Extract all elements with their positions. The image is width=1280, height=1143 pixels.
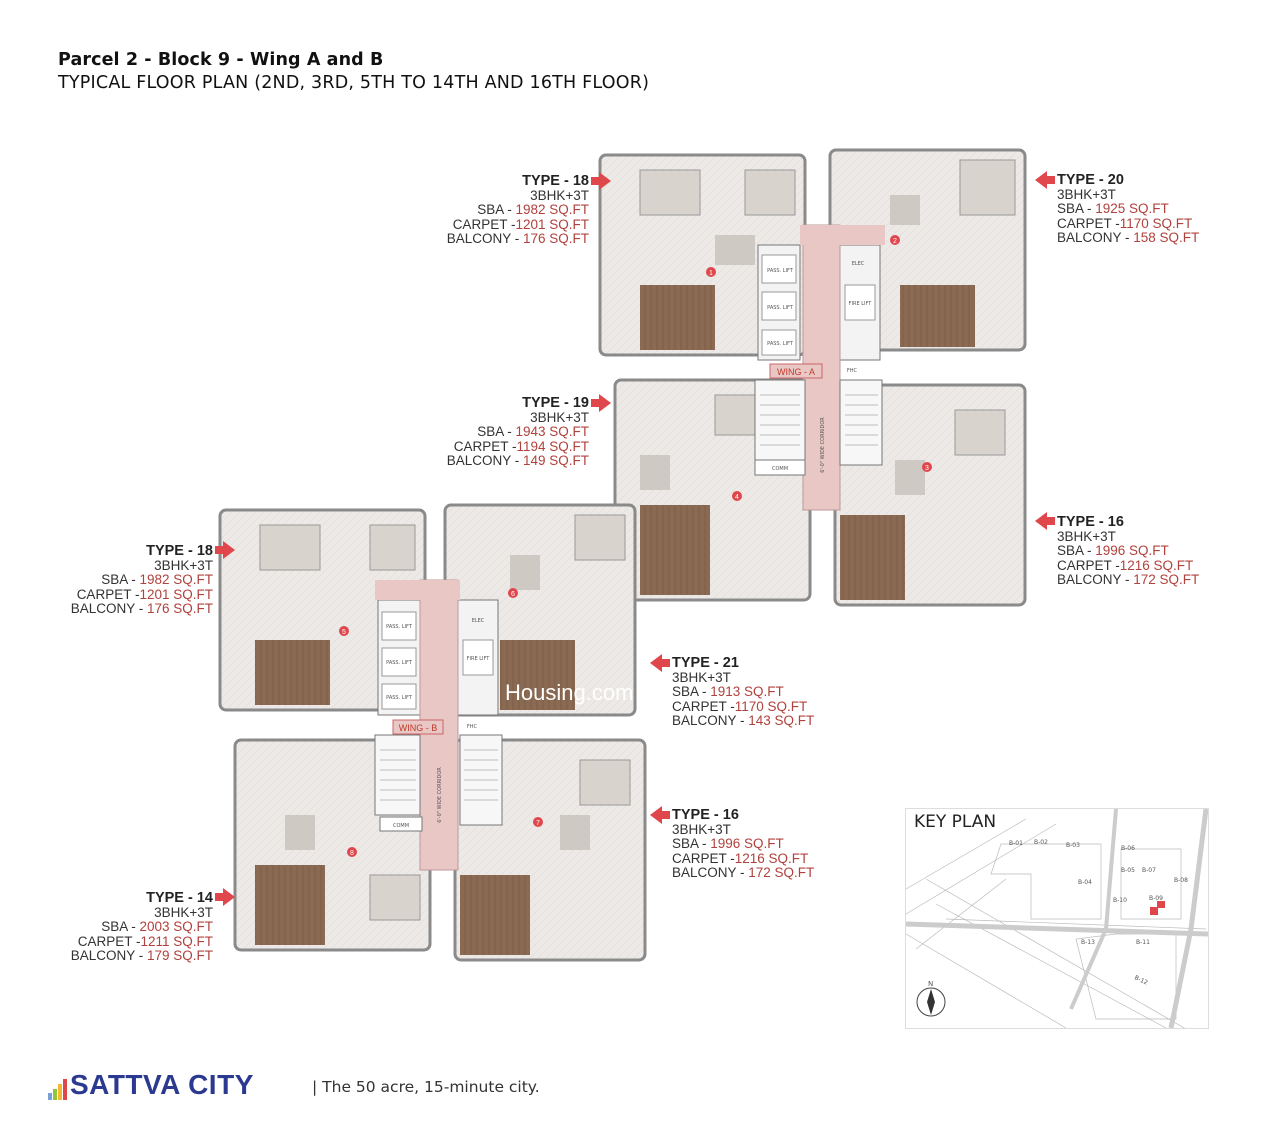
elec-label: ELEC [852, 261, 865, 267]
wing-a-tag [769, 363, 823, 379]
block-label: B-08 [1174, 877, 1188, 884]
unit-number: 4 [735, 494, 739, 501]
unit-number: 2 [893, 238, 897, 245]
block-label: B-07 [1142, 867, 1156, 874]
block-label: B-03 [1066, 842, 1080, 849]
wing-b-tag [392, 719, 444, 735]
page-subtitle: TYPICAL FLOOR PLAN (2ND, 3RD, 5TH TO 14T… [58, 73, 650, 93]
arrow-left-icon [650, 806, 670, 824]
fire-lift-label: FIRE LIFT [849, 301, 873, 307]
fire-lift-label: FIRE LIFT [467, 656, 491, 662]
comm-label: COMM [393, 823, 409, 829]
pass-lift-label: PASS. LIFT [386, 660, 413, 666]
tagline: | The 50 acre, 15-minute city. [312, 1078, 540, 1096]
unit-number: 6 [511, 591, 515, 598]
unit-number: 7 [536, 820, 540, 827]
block-label: B-06 [1121, 845, 1135, 852]
arrow-right-icon [215, 541, 235, 559]
block-label: B-11 [1136, 939, 1150, 946]
north-label: N [928, 980, 934, 988]
arrow-right-icon [591, 172, 611, 190]
brand-name: SATTVA CITY [70, 1069, 254, 1100]
arrow-right-icon [215, 888, 235, 906]
arrow-right-icon [591, 394, 611, 412]
unit-number: 3 [925, 465, 929, 472]
key-plan-map [906, 809, 1208, 1028]
block-label: B-01 [1009, 840, 1023, 847]
logo-bars-icon [48, 1078, 67, 1100]
block-label: B-04 [1078, 879, 1092, 886]
unit-number: 1 [709, 270, 713, 277]
unit-number: 8 [350, 850, 354, 857]
pass-lift-label: PASS. LIFT [767, 305, 794, 311]
wing-b-label: WING - B [399, 723, 438, 733]
corridor-label: 6'-0" WIDE CORRIDOR [437, 767, 443, 823]
page-title: Parcel 2 - Block 9 - Wing A and B [58, 50, 384, 70]
wing-b: WING - B 6'-0" WIDE CORRIDOR PASS. LIFT … [218, 503, 647, 962]
block-label: B-02 [1034, 839, 1048, 846]
block-label: B-13 [1081, 939, 1095, 946]
key-plan: KEY PLAN N B-01 B-02 B-03 B-04 B-05 B-06… [905, 808, 1209, 1029]
arrow-left-icon [1035, 171, 1055, 189]
wing-a: WING - A 6'-0" WIDE CORRIDOR PASS. LIFT … [598, 148, 1027, 607]
sattva-city-logo: SATTVA CITY [48, 1070, 254, 1100]
block-9-marker [1150, 907, 1158, 915]
arrow-left-icon [650, 654, 670, 672]
wing-a-label: WING - A [777, 367, 815, 377]
corridor-label: 6'-0" WIDE CORRIDOR [820, 417, 826, 473]
pass-lift-label: PASS. LIFT [386, 624, 413, 630]
key-plan-title: KEY PLAN [914, 812, 997, 832]
pass-lift-label: PASS. LIFT [386, 695, 413, 701]
block-label: B-09 [1149, 895, 1163, 902]
pass-lift-label: PASS. LIFT [767, 268, 794, 274]
watermark: Housing.com [505, 680, 633, 705]
fhc-label: FHC [467, 724, 478, 730]
pass-lift-label: PASS. LIFT [767, 341, 794, 347]
block-label: B-05 [1121, 867, 1135, 874]
block-label: B-10 [1113, 897, 1127, 904]
north-compass-icon [916, 987, 946, 1017]
elec-label: ELEC [472, 618, 485, 624]
arrow-left-icon [1035, 512, 1055, 530]
unit-number: 5 [342, 629, 346, 636]
comm-label: COMM [772, 466, 788, 472]
fhc-label: FHC [847, 368, 858, 374]
